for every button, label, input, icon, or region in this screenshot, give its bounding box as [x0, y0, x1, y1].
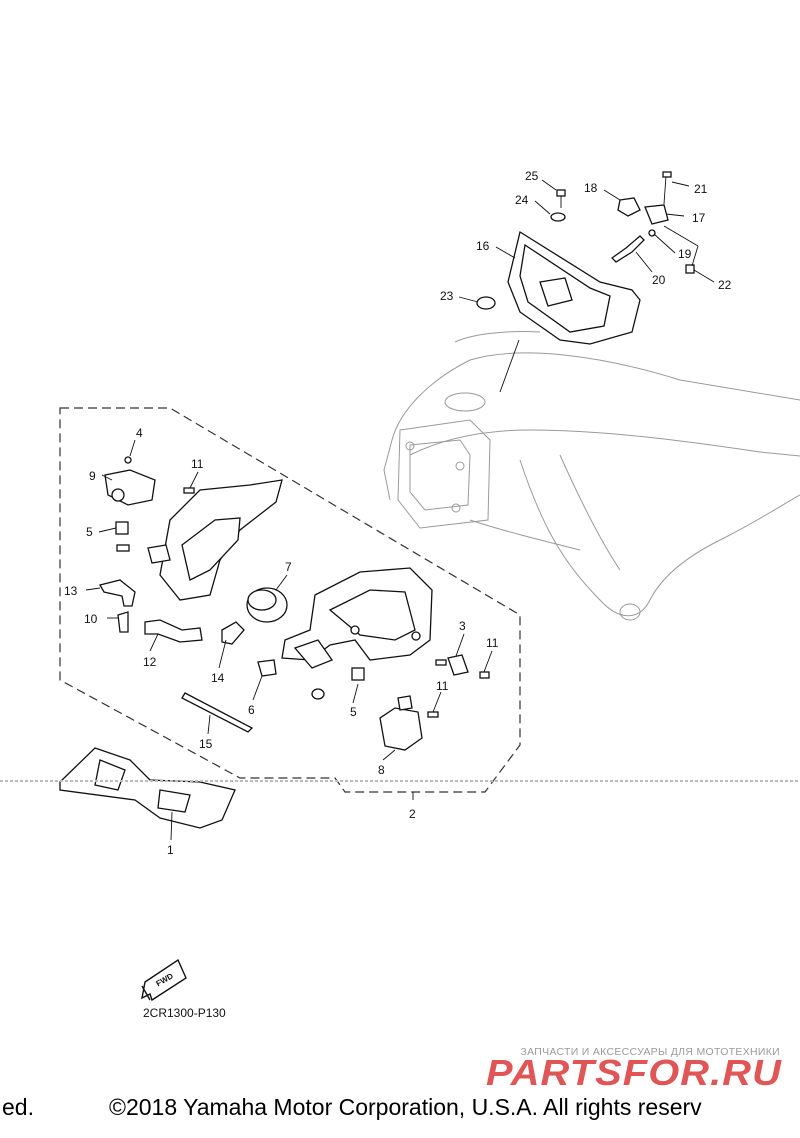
callout-9: 9 [89, 469, 96, 483]
callout-11-right: 11 [486, 636, 499, 650]
callout-14: 14 [211, 671, 225, 685]
hoses-part [99, 579, 245, 645]
sensor-part [610, 171, 695, 274]
callout-3: 3 [459, 619, 466, 633]
right-bracket-part [281, 567, 433, 669]
callout-labels: 1 2 3 4 5 5 6 7 8 9 10 11 11 11 12 13 14… [64, 169, 732, 857]
guard-plate-part [59, 747, 236, 829]
copyright-line: ed. ©2018 Yamaha Motor Corporation, U.S.… [0, 1094, 800, 1122]
callout-25: 25 [525, 169, 539, 183]
callout-5-right: 5 [350, 705, 357, 719]
callout-18: 18 [584, 181, 598, 195]
drawing-code: 2CR1300-P130 [143, 1006, 226, 1020]
cap-part [246, 587, 288, 623]
callout-15: 15 [199, 737, 213, 751]
callout-19: 19 [678, 247, 692, 261]
fwd-arrow-icon: FWD [141, 958, 187, 1002]
callout-11-mid: 11 [436, 679, 449, 693]
callout-22: 22 [718, 278, 732, 292]
callout-4: 4 [136, 426, 143, 440]
watermark-tagline: ЗАПЧАСТИ И АКСЕССУАРЫ ДЛЯ МОТОТЕХНИКИ [520, 1046, 780, 1058]
callout-16: 16 [476, 239, 490, 253]
callout-23: 23 [440, 289, 454, 303]
callout-13: 13 [64, 584, 78, 598]
callout-21: 21 [694, 182, 708, 196]
callout-1: 1 [167, 843, 174, 857]
callout-8: 8 [378, 763, 385, 777]
callout-24: 24 [515, 193, 529, 207]
small-parts [257, 654, 490, 751]
watermark-logo: PARTSFOR.RU [486, 1054, 782, 1090]
callout-2: 2 [409, 807, 416, 821]
callout-5-left: 5 [86, 525, 93, 539]
bolt-part [550, 189, 566, 222]
grommet-part [476, 296, 496, 310]
callout-7: 7 [285, 560, 292, 574]
callout-17: 17 [692, 211, 706, 225]
left-bracket-part [104, 456, 283, 601]
callout-11-left: 11 [191, 457, 204, 471]
leader-lines [85, 179, 715, 841]
seal-strip-part [181, 692, 254, 733]
housing-part [507, 230, 641, 345]
callout-20: 20 [652, 273, 666, 287]
copyright-text: ©2018 Yamaha Motor Corporation, U.S.A. A… [109, 1094, 702, 1120]
callout-10: 10 [84, 612, 98, 626]
copyright-fragment: ed. [2, 1094, 34, 1120]
callout-12: 12 [143, 655, 157, 669]
svg-text:PARTSFOR.RU: PARTSFOR.RU [486, 1054, 782, 1090]
callout-6: 6 [248, 703, 255, 717]
assembly-outline [59, 407, 521, 793]
frame-outline [383, 331, 800, 621]
